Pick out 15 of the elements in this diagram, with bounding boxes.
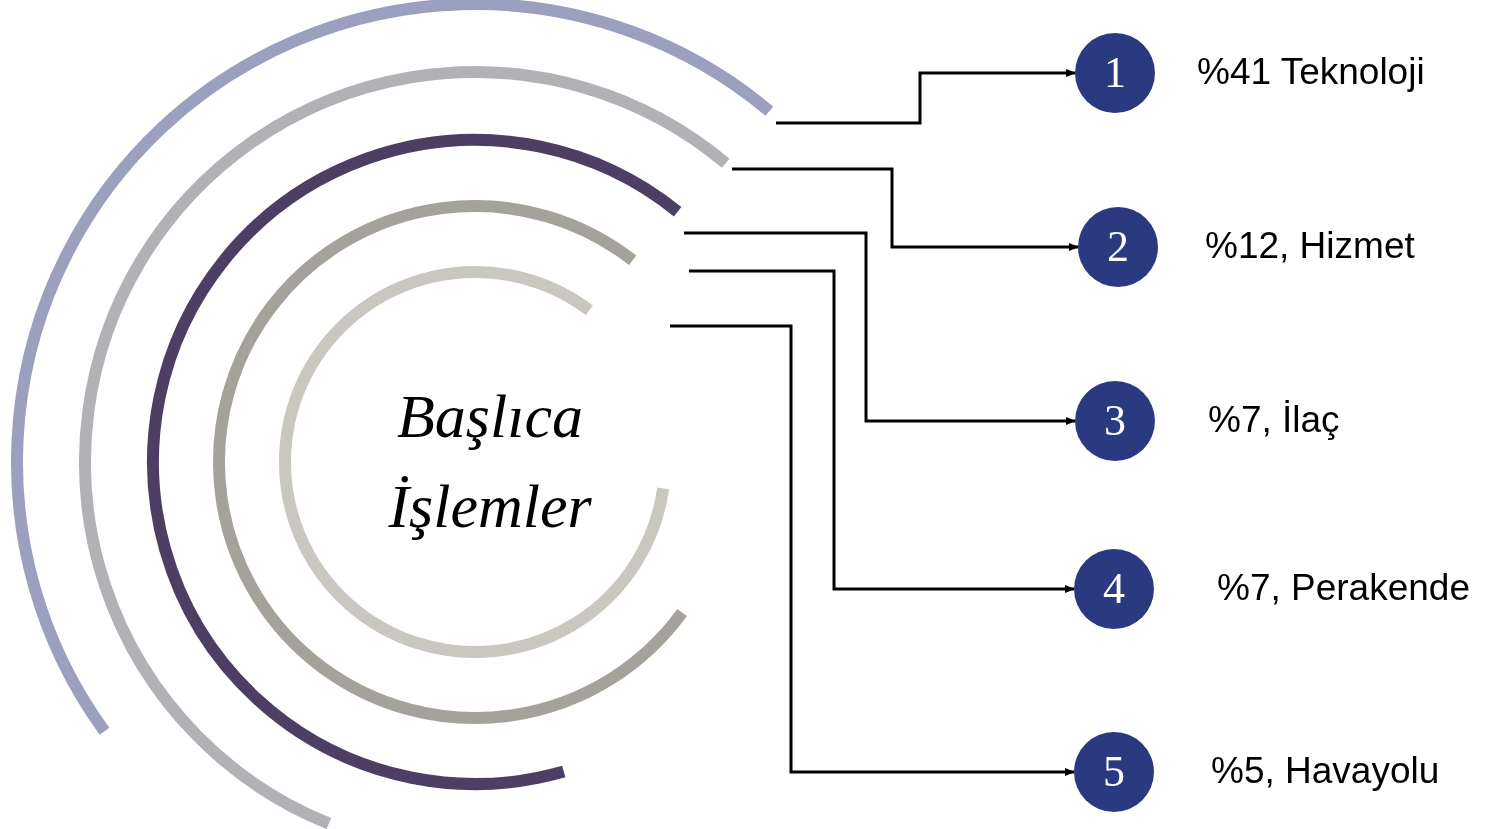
connector-arrow	[670, 324, 1075, 776]
connector-arrow	[689, 269, 1075, 593]
arc	[213, 200, 689, 724]
arc	[147, 134, 684, 790]
arc	[279, 266, 670, 658]
connector-arrow	[776, 69, 1076, 125]
category-label: %12, Hizmet	[1205, 227, 1415, 264]
category-label: %5, Havayolu	[1211, 752, 1440, 789]
category-label: %7, İlaç	[1208, 401, 1340, 438]
connector-arrow	[732, 167, 1079, 251]
connector-arrow	[684, 231, 1076, 425]
category-label: %41 Teknoloji	[1197, 53, 1425, 90]
arc	[79, 66, 732, 829]
category-label: %7, Perakende	[1217, 569, 1470, 606]
title-text: Başlıca İşlemler	[387, 381, 593, 542]
